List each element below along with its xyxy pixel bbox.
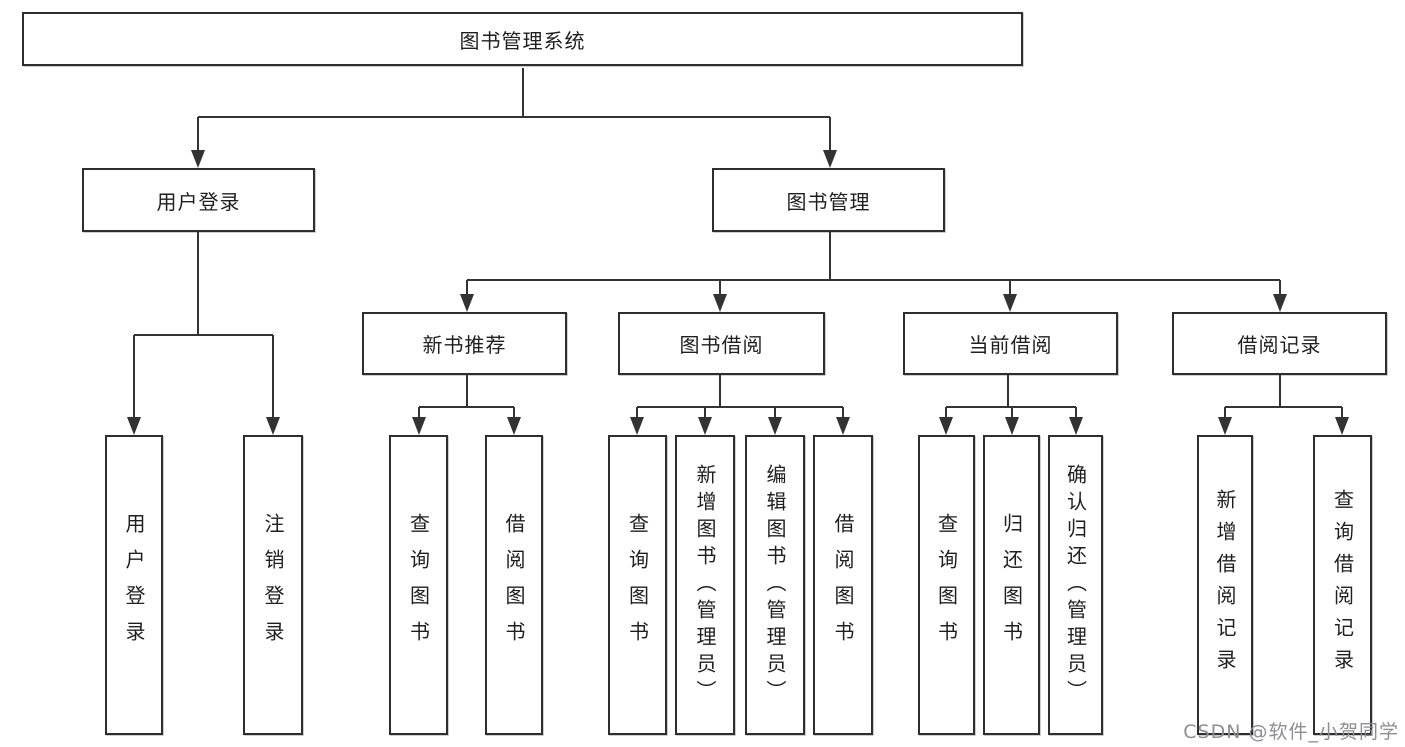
leaf-label: 借阅图书 (831, 513, 855, 657)
leaf-label: 查询图书 (406, 513, 431, 657)
leaf-user-login: 用户登录 (105, 435, 163, 735)
node-current-borrowing-label: 当前借阅 (968, 333, 1053, 357)
leaf-add-books-admin: 新增图书（管理员） (675, 435, 735, 735)
leaf-label: 查询图书 (625, 513, 650, 657)
node-book-borrowing-label: 图书借阅 (679, 333, 764, 357)
leaf-label: 查询借阅记录 (1330, 489, 1355, 681)
leaf-borrow-books-recommend: 借阅图书 (485, 435, 543, 735)
leaf-label: 编辑图书（管理员） (763, 463, 787, 707)
leaf-return-books: 归还图书 (983, 435, 1040, 735)
leaf-logout: 注销登录 (243, 435, 303, 735)
node-root-label: 图书管理系统 (459, 28, 586, 53)
leaf-query-borrow-record: 查询借阅记录 (1313, 435, 1372, 735)
node-user-login: 用户登录 (82, 168, 315, 232)
leaf-query-books-recommend: 查询图书 (389, 435, 448, 735)
leaf-label: 注销登录 (261, 513, 285, 657)
watermark: CSDN @软件_小贺同学 (1183, 721, 1399, 743)
leaf-label: 用户登录 (122, 513, 146, 657)
leaf-label: 新增图书（管理员） (693, 463, 717, 707)
leaf-borrow-books-borrowing: 借阅图书 (813, 435, 873, 735)
leaf-confirm-return-admin: 确认归还（管理员） (1048, 435, 1103, 735)
node-borrowing-records-label: 借阅记录 (1237, 333, 1322, 357)
node-book-borrowing: 图书借阅 (618, 312, 825, 375)
leaf-label: 借阅图书 (502, 513, 526, 657)
leaf-edit-books-admin: 编辑图书（管理员） (745, 435, 805, 735)
node-user-login-label: 用户登录 (156, 189, 241, 214)
leaf-query-books-current: 查询图书 (918, 435, 975, 735)
node-borrowing-records: 借阅记录 (1172, 312, 1387, 375)
node-book-management-label: 图书管理 (786, 189, 871, 214)
leaf-label: 归还图书 (999, 513, 1024, 657)
node-new-book-recommend: 新书推荐 (362, 312, 567, 375)
node-new-book-recommend-label: 新书推荐 (422, 333, 507, 357)
leaf-label: 确认归还（管理员） (1063, 463, 1088, 707)
node-current-borrowing: 当前借阅 (903, 312, 1118, 375)
leaf-add-borrow-record: 新增借阅记录 (1197, 435, 1253, 735)
leaf-label: 查询图书 (934, 513, 959, 657)
node-root: 图书管理系统 (22, 12, 1023, 66)
leaf-query-books-borrowing: 查询图书 (608, 435, 667, 735)
leaf-label: 新增借阅记录 (1213, 489, 1237, 681)
node-book-management: 图书管理 (712, 168, 945, 232)
